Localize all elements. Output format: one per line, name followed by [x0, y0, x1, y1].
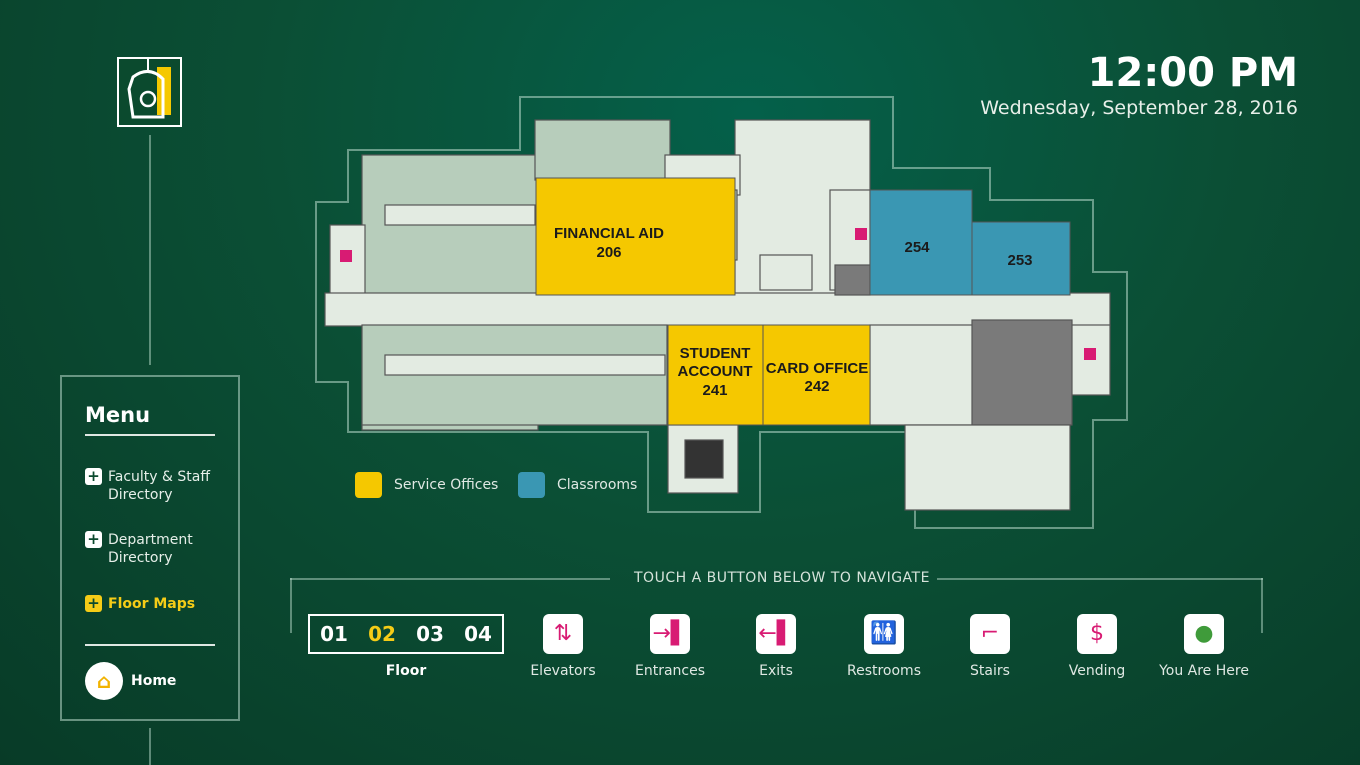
room-253: [971, 221, 1071, 296]
legend-swatch: [355, 472, 382, 498]
vending-button[interactable]: $ Vending: [1047, 614, 1147, 679]
elevator-icon: ⇅: [543, 614, 583, 654]
room-number: 206: [596, 244, 621, 261]
room-student-account: [667, 324, 764, 426]
menu-item-label: Directory: [108, 487, 173, 503]
exits-button[interactable]: ←▌ Exits: [726, 614, 826, 679]
divider: [290, 578, 292, 633]
legend-service-offices: Service Offices: [355, 472, 498, 498]
legend-label: Classrooms: [557, 477, 638, 493]
clock-time: 12:00 PM: [1087, 50, 1298, 96]
room-number: 254: [904, 239, 930, 256]
button-label: Elevators: [530, 663, 596, 679]
plus-icon: +: [85, 595, 102, 612]
room-254: [869, 189, 973, 296]
divider: [85, 644, 215, 646]
restrooms-button[interactable]: 🚻 Restrooms: [834, 614, 934, 679]
button-label: Exits: [759, 663, 793, 679]
floor-label: Floor: [385, 663, 427, 679]
menu-item-label: Floor Maps: [108, 596, 196, 612]
home-button[interactable]: ⌂ Home: [85, 662, 176, 700]
menu-item-floor-maps[interactable]: + Floor Maps: [85, 595, 195, 613]
nav-instructions: TOUCH A BUTTON BELOW TO NAVIGATE: [634, 570, 930, 586]
stairs-marker: [1084, 348, 1096, 360]
room-number: 253: [1007, 252, 1032, 269]
home-icon: ⌂: [85, 662, 123, 700]
clock-date: Wednesday, September 28, 2016: [980, 97, 1298, 119]
floor-03-button[interactable]: 03: [416, 622, 444, 646]
stairs-marker: [855, 228, 867, 240]
plus-icon: +: [85, 468, 102, 485]
plus-icon: +: [85, 531, 102, 548]
divider: [290, 578, 610, 580]
floor-02-button[interactable]: 02: [368, 622, 396, 646]
stairs-button[interactable]: ⌐ Stairs: [940, 614, 1040, 679]
legend-label: Service Offices: [394, 477, 499, 493]
divider: [149, 135, 151, 365]
divider: [1261, 578, 1263, 633]
home-label: Home: [131, 673, 177, 689]
menu-item-label: Faculty & Staff: [108, 469, 210, 485]
stairs-icon: ⌐: [970, 614, 1010, 654]
menu-item-label: Directory: [108, 550, 173, 566]
clock-tower-icon: [127, 59, 171, 119]
divider: [149, 728, 151, 765]
divider: [937, 578, 1263, 580]
room-financial-aid: [535, 177, 736, 296]
university-logo[interactable]: [117, 57, 182, 127]
entrance-icon: →▌: [650, 614, 690, 654]
room-card-office: [762, 324, 871, 426]
menu-title: Menu: [85, 403, 151, 427]
floor-04-button[interactable]: 04: [464, 622, 492, 646]
restroom-icon: 🚻: [864, 614, 904, 654]
room-number: 241: [702, 382, 727, 399]
vending-icon: $: [1077, 614, 1117, 654]
room-label: STUDENT: [680, 345, 751, 362]
floor-01-button[interactable]: 01: [320, 622, 348, 646]
menu-item-label: Department: [108, 532, 193, 548]
button-label: Stairs: [970, 663, 1010, 679]
exit-icon: ←▌: [756, 614, 796, 654]
room-label: FINANCIAL AID: [554, 225, 664, 242]
legend-classrooms: Classrooms: [518, 472, 637, 498]
button-label: Vending: [1068, 663, 1126, 679]
button-label: You Are Here: [1159, 663, 1249, 679]
floor-selector: 01 02 03 04: [308, 614, 504, 654]
stairs-marker: [340, 250, 352, 262]
you-are-here-button[interactable]: ● You Are Here: [1154, 614, 1254, 679]
room-label: ACCOUNT: [678, 363, 753, 380]
button-label: Restrooms: [846, 663, 921, 679]
room-number: 242: [804, 378, 829, 395]
button-label: Entrances: [634, 663, 706, 679]
entrances-button[interactable]: →▌ Entrances: [620, 614, 720, 679]
legend-swatch: [518, 472, 545, 498]
divider: [85, 434, 215, 436]
location-pin-icon: ●: [1184, 614, 1224, 654]
elevators-button[interactable]: ⇅ Elevators: [513, 614, 613, 679]
room-label: CARD OFFICE: [766, 360, 869, 377]
